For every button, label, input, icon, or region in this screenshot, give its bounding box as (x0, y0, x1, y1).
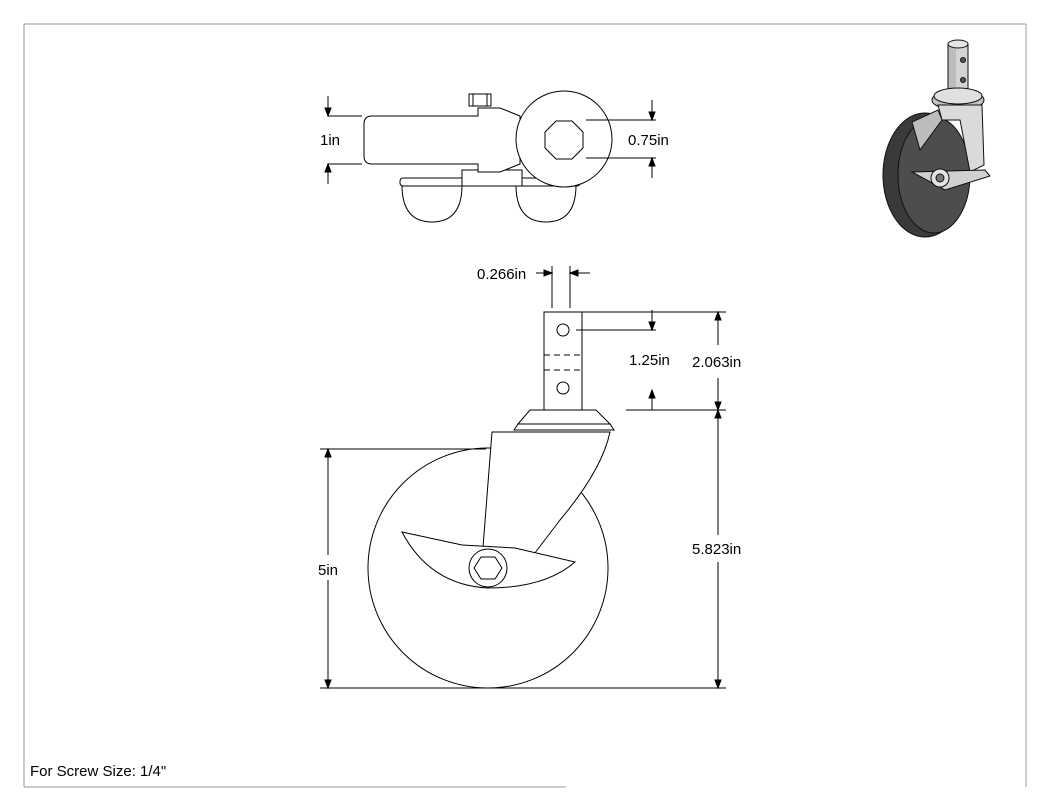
top-view (363, 90, 613, 223)
screw-size-note: For Screw Size: 1/4" (30, 763, 166, 780)
isometric-caster-view (882, 39, 991, 238)
width-label: 1in (320, 132, 340, 149)
overall-height-label: 5.823in (692, 541, 741, 558)
stem-width-label: 0.266in (477, 266, 526, 283)
stem-hidden-lines (544, 354, 582, 371)
hole-spacing-label: 1.25in (629, 352, 670, 369)
stem-height-label: 2.063in (692, 354, 741, 371)
sheet-border (23, 23, 1027, 788)
top-view-dimensions (324, 96, 656, 184)
wheel-diameter-label: 5in (318, 562, 338, 579)
hole-label: 0.75in (628, 132, 669, 149)
front-view-dimensions (320, 266, 726, 690)
front-view (367, 311, 615, 689)
